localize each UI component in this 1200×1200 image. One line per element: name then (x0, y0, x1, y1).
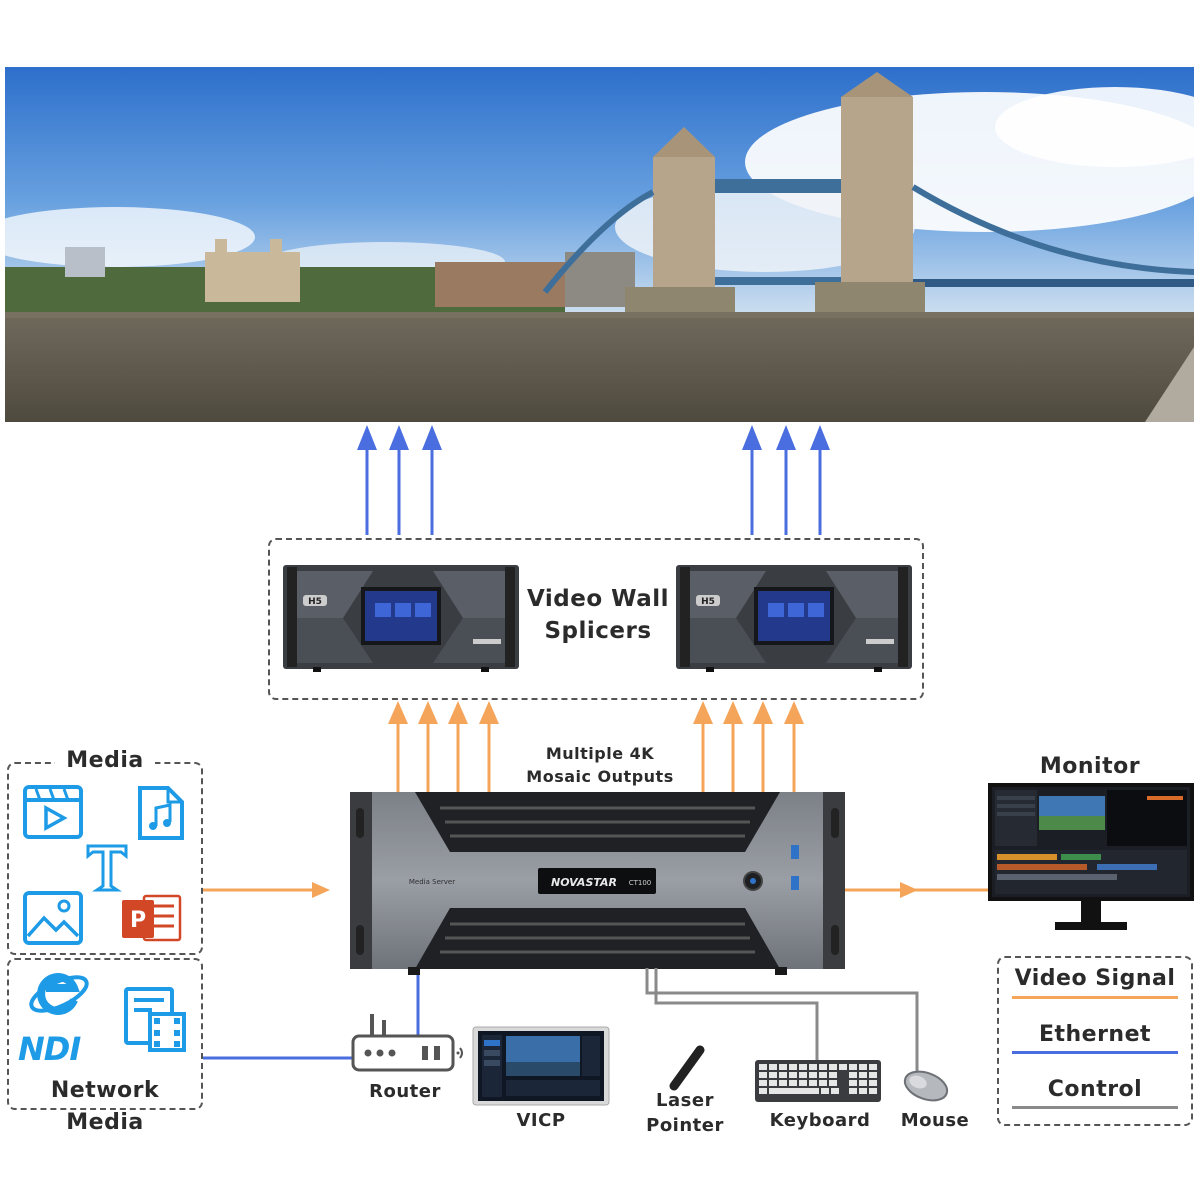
keyboard-label: Keyboard (769, 1110, 871, 1131)
svg-text:H5: H5 (308, 597, 322, 607)
svg-text:Media Server: Media Server (409, 878, 455, 886)
laser-pointer-device (669, 1045, 705, 1091)
svg-text:P: P (130, 908, 146, 933)
video-signal-arrows-to-splicers (388, 701, 804, 793)
mouse-label: Mouse (900, 1110, 970, 1131)
splicers-label-line2: Splicers (544, 618, 652, 644)
media-title: Media (55, 748, 155, 773)
splicer-device-1: H5 (283, 565, 519, 672)
splicers-label-line1: Video Wall (527, 586, 669, 612)
monitor-device (988, 783, 1194, 930)
svg-text:CT100: CT100 (629, 879, 652, 887)
video-file-icon (23, 785, 83, 839)
network-media-label-line2: Media (66, 1110, 144, 1135)
vicp-tablet (472, 1026, 610, 1106)
legend-swatch-control (1012, 1106, 1178, 1109)
legend-label-control: Control (1047, 1077, 1143, 1102)
monitor-label: Monitor (1039, 754, 1141, 779)
network-media-group (7, 958, 203, 1110)
panorama-photo (5, 67, 1194, 422)
network-media-label-line1: Network (45, 1078, 165, 1103)
vicp-label: VICP (516, 1110, 566, 1131)
router-label: Router (369, 1081, 441, 1102)
router-device (351, 1014, 463, 1072)
internet-explorer-icon (29, 973, 89, 1015)
media-server: NOVASTAR CT100 Media Server (350, 792, 845, 975)
laser-pointer-label-line2: Pointer (646, 1115, 724, 1136)
powerpoint-icon: P (122, 894, 182, 942)
outputs-label-line2: Mosaic Outputs (526, 767, 674, 786)
splicers-group (268, 538, 924, 700)
keyboard-device (755, 1060, 881, 1102)
legend-swatch-ethernet (1012, 1051, 1178, 1054)
splicer-device-2: H5 (676, 565, 912, 672)
svg-text:NOVASTAR: NOVASTAR (551, 876, 617, 889)
music-file-icon (138, 786, 184, 840)
legend-label-video-signal: Video Signal (1014, 966, 1176, 991)
legend-swatch-video-signal (1012, 996, 1178, 999)
image-file-icon (23, 891, 83, 945)
ethernet-arrows-to-screen (357, 425, 830, 535)
legend-label-ethernet: Ethernet (1038, 1022, 1152, 1047)
svg-text:H5: H5 (701, 597, 715, 607)
mouse-device (903, 1070, 949, 1102)
legend (997, 956, 1193, 1126)
ndi-icon: NDI (18, 1030, 81, 1068)
video-stream-icon (124, 987, 186, 1052)
outputs-label-line1: Multiple 4K (545, 744, 655, 763)
laser-pointer-label-line1: Laser (656, 1090, 714, 1111)
text-icon (86, 844, 128, 892)
